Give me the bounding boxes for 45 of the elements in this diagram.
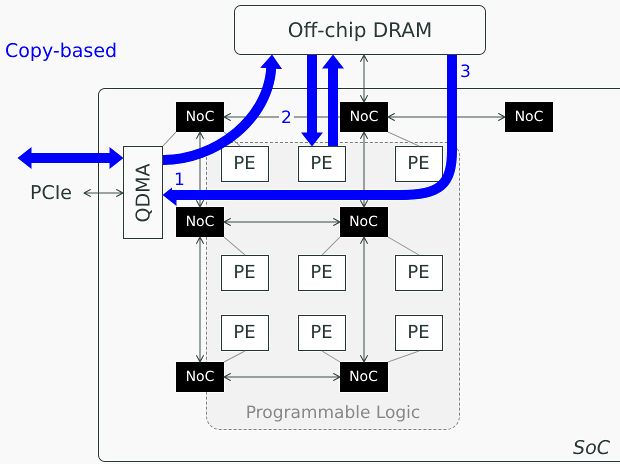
chip-boundary (98, 88, 620, 462)
processing-element-box: PE (298, 146, 346, 182)
connector-line (224, 132, 241, 146)
noc-box: NoC (176, 362, 224, 392)
processing-element-box: PE (220, 314, 268, 350)
connector-line (224, 236, 246, 256)
processing-element-box: PE (298, 314, 346, 350)
noc-box: NoC (176, 207, 224, 237)
noc-box: NoC (340, 362, 388, 392)
heading-label: Copy-based (5, 40, 118, 62)
data-flow-arrow (322, 54, 344, 146)
dma-box: QDMA (123, 146, 163, 239)
arrow (360, 236, 368, 363)
arrow (223, 372, 341, 382)
connector-line (224, 350, 246, 362)
noc-box: NoC (176, 102, 224, 132)
arrow (223, 218, 341, 226)
processing-element-box: PE (298, 254, 346, 290)
arrow (196, 236, 204, 363)
connector-line (388, 132, 420, 146)
processing-element-box: PE (394, 314, 442, 350)
processing-element-box: PE (220, 254, 268, 290)
interface-label: PCIe (22, 182, 80, 204)
data-flow-arrow (18, 147, 124, 169)
chip-caption: SoC (573, 437, 610, 459)
region-label: Programmable Logic (246, 403, 420, 423)
connector-line (322, 350, 340, 362)
noc-box: NoC (340, 206, 388, 236)
arrow (360, 54, 368, 103)
data-flow-arrow (162, 54, 282, 165)
connector-line (388, 236, 420, 256)
connector-line (162, 132, 176, 146)
memory-box: Off-chip DRAM (234, 5, 486, 55)
noc-box: NoC (340, 102, 388, 132)
arrow (83, 188, 124, 198)
connector-line (388, 350, 420, 362)
arrow (387, 112, 506, 122)
arrow (360, 131, 368, 208)
connector-line (322, 236, 340, 256)
data-flow-arrow (162, 55, 457, 206)
noc-box: NoC (505, 102, 553, 132)
processing-element-box: PE (394, 146, 442, 182)
processing-element-box: PE (394, 254, 442, 290)
processing-element-box: PE (220, 146, 268, 182)
data-flow-arrow (301, 55, 323, 146)
